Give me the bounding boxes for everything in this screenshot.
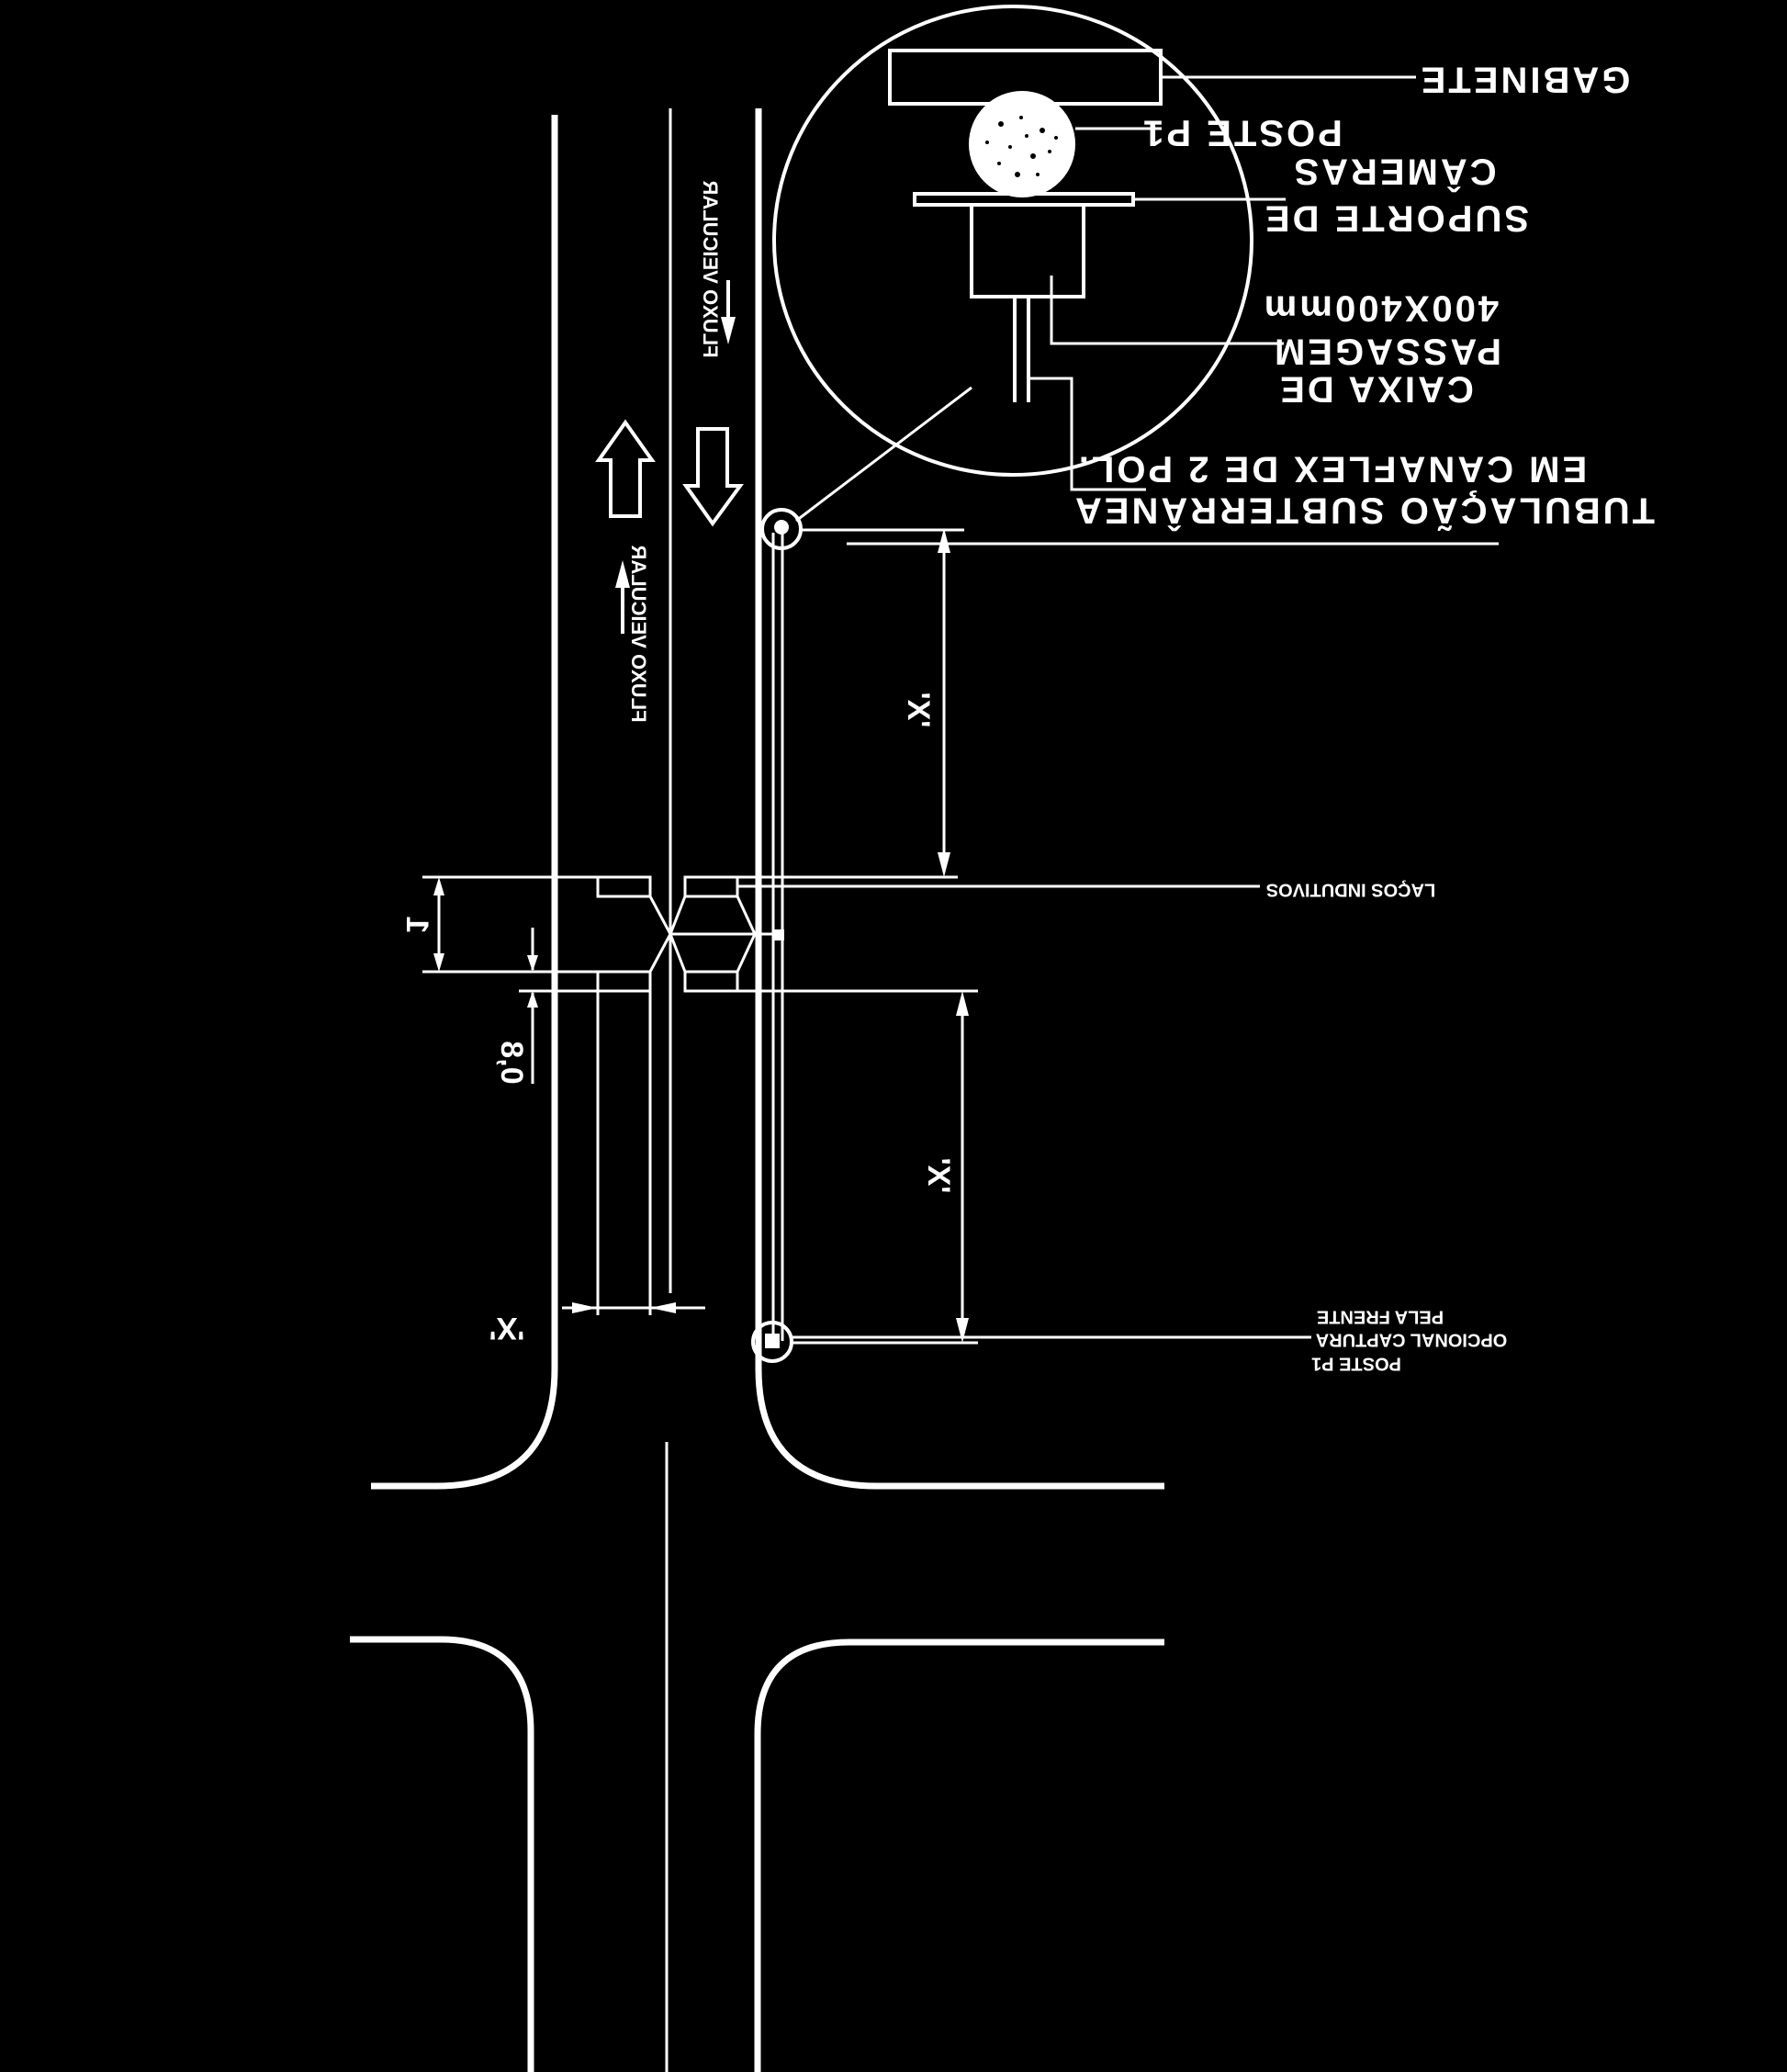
label-suporte-line1: SUPORTE DE [1263, 197, 1529, 238]
label-suporte-line2: CÂMERAS [1291, 151, 1496, 193]
hollow-arrow-down-icon [682, 427, 744, 527]
labels: GABINETE POSTE P1 CÂMERAS SUPORTE DE 400… [399, 59, 1655, 1373]
label-tubulacao-line2: EM CANAFLEX DE 2 POL. [1076, 448, 1587, 489]
pole-top-view-icon [969, 91, 1075, 197]
label-lacos: LAÇOS INDUTIVOS [1266, 880, 1435, 900]
label-gabinete: GABINETE [1419, 59, 1631, 99]
label-caixa-line1: CAIXA DE [1277, 368, 1474, 409]
caixa-passagem-box [970, 203, 1085, 298]
label-dim-x-bottom: 'X' [489, 1311, 525, 1346]
pole-p1-upper-core [774, 520, 789, 535]
pole-p1-optional-core [765, 1334, 780, 1348]
loop-left-lower [596, 970, 652, 993]
dim-lower-arrow-bot [956, 1318, 969, 1343]
loop-left-upper [596, 875, 652, 898]
label-fluxo-right: FLUXO VEICULAR [699, 180, 722, 357]
label-dim-x-lower: 'X' [921, 1158, 956, 1194]
road-right-curb [755, 108, 1164, 1490]
label-caixa-line2: PASSAGEM [1272, 331, 1501, 371]
detail-ellipse [772, 5, 1253, 477]
dimensions [433, 528, 978, 1345]
label-dim-x-upper: 'X' [901, 693, 936, 728]
dim-bottom-arrow-left [572, 1302, 598, 1313]
road-lower-right-curb [754, 1638, 1164, 2072]
loop-right-upper [683, 875, 739, 898]
label-poste-p1: POSTE P1 [1141, 112, 1343, 152]
dim-1-arrow-top [433, 877, 444, 895]
dim-upper-arrow-bot [938, 852, 950, 877]
road-geometry [350, 108, 1164, 2072]
tubulacao-leader [1030, 377, 1146, 491]
label-fluxo-left: FLUXO VEICULAR [627, 545, 650, 722]
loop-right-lower [683, 970, 739, 993]
dim-1-arrow-bot [433, 953, 444, 972]
dim-08-arrow-bot [527, 991, 538, 1008]
label-dim-1: 1 [399, 917, 434, 934]
hollow-arrow-up-icon [595, 419, 656, 518]
label-poste-opcional-line1: POSTE P1 [1311, 1354, 1401, 1374]
dim-lower-arrow-top [956, 991, 969, 1016]
detail-bubble [772, 5, 1499, 546]
flow-arrow-left-icon [615, 560, 630, 588]
pole-top-view-speckle [985, 116, 1058, 177]
detail-leader [795, 386, 972, 523]
caixa-leader [1050, 276, 1284, 345]
label-caixa-line3: 400X400mm [1262, 287, 1499, 328]
road-left-curb [371, 115, 558, 1490]
dim-upper-arrow-top [938, 528, 950, 553]
flow-arrows [595, 280, 744, 634]
road-lower-left-curb [350, 1636, 534, 2072]
flow-arrow-right-icon [721, 317, 736, 344]
label-tubulacao-line1: TUBULAÇÃO SUBTERRÂNEA [1073, 490, 1655, 532]
dim-08-arrow-top [527, 955, 538, 972]
loop-wiring [648, 895, 773, 973]
inductive-loops [422, 875, 1260, 993]
dim-bottom-arrow-right [650, 1302, 676, 1313]
label-poste-opcional-line3: PELA FRENTE [1317, 1307, 1444, 1327]
conduit-and-poles [751, 508, 803, 1363]
label-dim-08: 0,8 [494, 1041, 529, 1084]
junction-box-icon [773, 929, 784, 940]
label-poste-opcional-line2: OPCIONAL CAPTURA [1316, 1330, 1508, 1350]
